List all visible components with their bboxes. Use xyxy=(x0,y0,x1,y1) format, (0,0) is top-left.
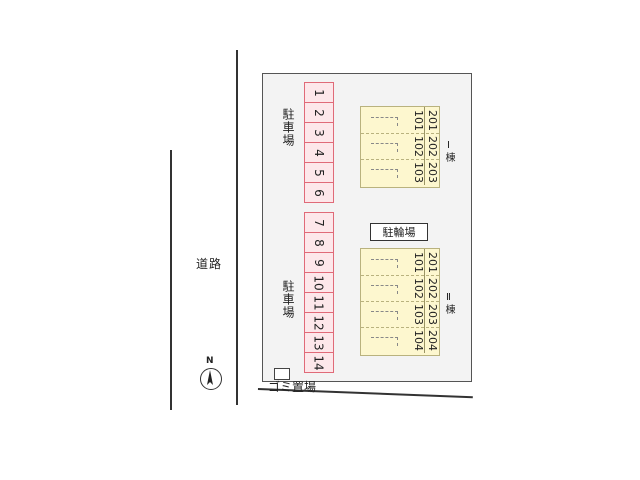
parking-space: 4 xyxy=(305,143,333,163)
north-label: N xyxy=(206,356,214,366)
parking-space-number: 1 xyxy=(311,88,326,97)
parking-space-number: 3 xyxy=(311,128,326,137)
parking-space-number: 14 xyxy=(312,354,326,371)
unit-number-lower: 103 xyxy=(411,303,425,325)
parking-space-number: 9 xyxy=(311,258,326,267)
stair-outline xyxy=(371,169,398,178)
unit-divider xyxy=(424,301,425,327)
parking-space: 14 xyxy=(305,353,333,372)
stair-outline xyxy=(371,259,398,268)
unit-divider xyxy=(424,275,425,301)
unit-divider xyxy=(424,133,425,159)
stair-outline xyxy=(371,117,398,126)
parking-space: 12 xyxy=(305,313,333,333)
parking-label-b: 駐車場 xyxy=(281,280,295,319)
parking-space-number: 5 xyxy=(311,168,326,177)
unit-number-upper: 202 xyxy=(425,277,439,299)
unit-number-lower: 102 xyxy=(411,135,425,157)
unit-divider xyxy=(424,327,425,353)
parking-space: 9 xyxy=(305,253,333,273)
parking-space: 11 xyxy=(305,293,333,313)
parking-label-a: 駐車場 xyxy=(281,108,295,147)
parking-space: 7 xyxy=(305,213,333,233)
garbage-area-label: ゴミ置場 xyxy=(268,380,317,394)
parking-space-number: 10 xyxy=(312,274,326,291)
bike-parking-label: 駐輪場 xyxy=(370,223,428,241)
parking-space-number: 6 xyxy=(311,188,326,197)
road-label: 道路 xyxy=(196,257,223,271)
garbage-area-box xyxy=(274,368,290,380)
stair-outline xyxy=(371,285,398,294)
road-line-right xyxy=(236,50,238,405)
parking-space: 2 xyxy=(305,103,333,123)
stair-outline xyxy=(371,311,398,320)
parking-space: 3 xyxy=(305,123,333,143)
parking-space-number: 12 xyxy=(312,314,326,331)
parking-space: 10 xyxy=(305,273,333,293)
parking-space: 6 xyxy=(305,183,333,202)
parking-area-a: 1 2 3 4 5 6 xyxy=(304,82,334,203)
unit-number-upper: 201 xyxy=(425,109,439,131)
unit-number-upper: 204 xyxy=(425,329,439,351)
unit-divider xyxy=(424,107,425,133)
parking-space-number: 2 xyxy=(311,108,326,117)
compass-icon xyxy=(200,368,222,390)
unit-number-upper: 202 xyxy=(425,135,439,157)
parking-space-number: 11 xyxy=(312,294,326,311)
unit-number-lower: 103 xyxy=(411,161,425,183)
unit-number-lower: 101 xyxy=(411,251,425,273)
unit-number-upper: 201 xyxy=(425,251,439,273)
unit-number-upper: 203 xyxy=(425,303,439,325)
unit-number-lower: 101 xyxy=(411,109,425,131)
unit-divider xyxy=(424,159,425,185)
unit-divider xyxy=(424,249,425,275)
parking-space: 1 xyxy=(305,83,333,103)
parking-space-number: 13 xyxy=(312,334,326,351)
building-1-label: Ⅰ棟 xyxy=(443,140,454,163)
stair-outline xyxy=(371,143,398,152)
parking-space: 13 xyxy=(305,333,333,353)
parking-space-number: 4 xyxy=(311,148,326,157)
parking-space: 5 xyxy=(305,163,333,183)
unit-number-lower: 104 xyxy=(411,329,425,351)
stair-outline xyxy=(371,337,398,346)
unit-number-upper: 203 xyxy=(425,161,439,183)
unit-number-lower: 102 xyxy=(411,277,425,299)
parking-space-number: 7 xyxy=(311,218,326,227)
road-line-left xyxy=(170,150,172,410)
parking-space-number: 8 xyxy=(311,238,326,247)
parking-space: 8 xyxy=(305,233,333,253)
parking-area-b: 7 8 9 10 11 12 13 14 xyxy=(304,212,334,373)
building-2-label: Ⅱ棟 xyxy=(443,292,454,315)
